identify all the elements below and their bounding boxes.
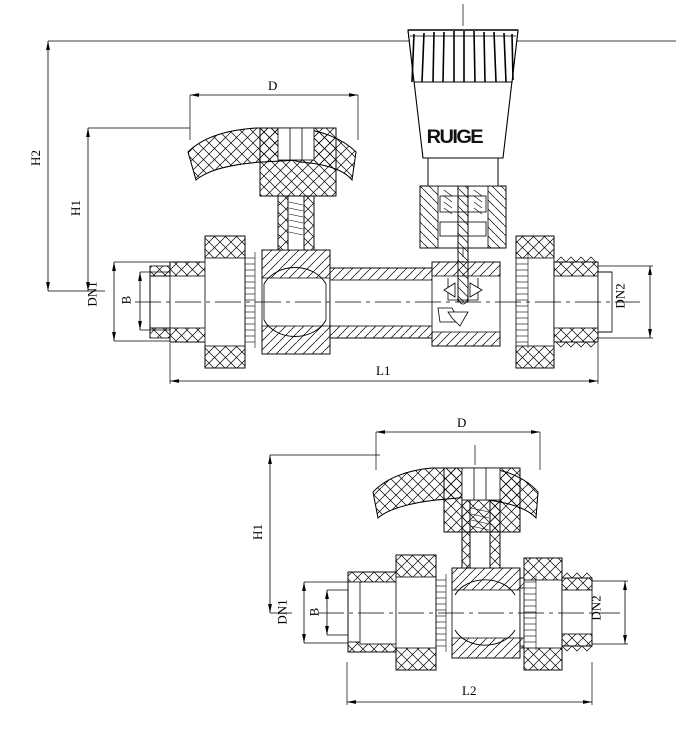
dim-dn1-top bbox=[112, 261, 170, 342]
dim-d-bottom bbox=[375, 430, 541, 470]
dim-dn2-bottom bbox=[592, 580, 628, 645]
dim-h1-top bbox=[86, 127, 190, 291]
dim-label-b-top: B bbox=[118, 295, 134, 305]
dim-label-d-top: D bbox=[268, 78, 278, 93]
handle-bottom bbox=[372, 467, 539, 533]
dim-label-dn2-bottom: DN2 bbox=[588, 595, 604, 621]
handle-top bbox=[187, 127, 357, 197]
dim-label-l2: L2 bbox=[462, 683, 477, 698]
dim-label-h1-bottom: H1 bbox=[249, 524, 265, 540]
centerline-horizontal bbox=[135, 301, 640, 614]
brand-logo-ruige: RUIGE bbox=[426, 127, 484, 148]
dim-label-h1-top: H1 bbox=[67, 200, 83, 216]
dim-h1-bottom bbox=[268, 454, 380, 614]
dim-label-d-bottom: D bbox=[457, 415, 467, 430]
thermostatic-head bbox=[407, 29, 519, 159]
dim-label-b-bottom: B bbox=[306, 607, 322, 617]
dim-label-l1: L1 bbox=[376, 363, 391, 378]
valve-body-top bbox=[149, 157, 613, 369]
dim-h2-top bbox=[46, 40, 676, 292]
dim-label-dn1-bottom: DN1 bbox=[274, 599, 290, 625]
dim-d-top bbox=[189, 93, 359, 140]
dim-dn2-top bbox=[598, 265, 653, 339]
dim-l1-top bbox=[169, 343, 599, 384]
dim-label-dn1-top: DN1 bbox=[84, 281, 100, 307]
dim-label-h2: H2 bbox=[27, 150, 43, 166]
dim-dn1-bottom bbox=[302, 581, 352, 644]
dim-l2-bottom bbox=[346, 662, 593, 705]
dim-label-dn2-top: DN2 bbox=[612, 283, 628, 309]
